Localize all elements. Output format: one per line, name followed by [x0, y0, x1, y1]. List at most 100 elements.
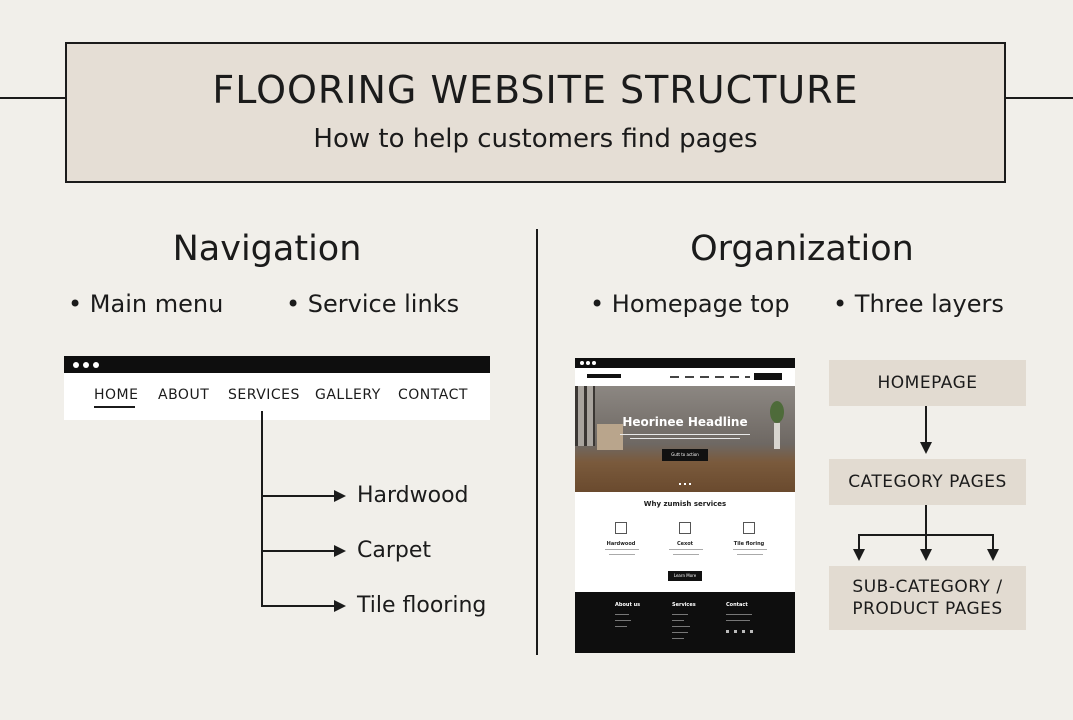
bullet-homepage-top-label: Homepage top: [611, 290, 790, 318]
hierarchy-branch-right: [992, 534, 994, 550]
service-link-tile-flooring: Tile flooring: [357, 593, 487, 618]
hierarchy-subcategory-line1: SUB-CATEGORY /: [852, 576, 1003, 597]
hierarchy-category-pages: CATEGORY PAGES: [829, 459, 1026, 505]
bullet-three-layers: • Three layers: [833, 290, 1004, 318]
service-link-carpet: Carpet: [357, 538, 432, 563]
hierarchy-subcategory-line2: PRODUCT PAGES: [852, 599, 1003, 619]
window-dot-icon: [586, 361, 590, 365]
mockup-service-text: [737, 554, 763, 555]
mockup-hero-text: [620, 434, 750, 435]
arrow-down-icon: [853, 549, 865, 561]
mockup-service-text: [673, 554, 699, 555]
browser-mockup: HOME ABOUT SERVICES GALLERY CONTACT: [64, 356, 490, 420]
arrow-down-icon: [987, 549, 999, 561]
hardwood-icon: [615, 522, 627, 534]
nav-item-home[interactable]: HOME: [94, 387, 139, 403]
mockup-footer-contact: Contact: [726, 602, 748, 608]
mockup-service-hardwood: Hardwood: [606, 541, 636, 547]
hierarchy-homepage-label: HOMEPAGE: [877, 372, 978, 393]
window-grid: [575, 386, 595, 446]
mockup-footer-text: [672, 626, 690, 627]
hierarchy-branch-left: [858, 534, 860, 550]
arrow-right-icon: [334, 490, 346, 502]
mockup-service-carpet: Cexot: [676, 541, 694, 547]
hierarchy-subcategory-pages: SUB-CATEGORY / PRODUCT PAGES: [829, 566, 1026, 630]
mockup-cta-button: Learn More: [668, 571, 702, 581]
mockup-footer-text: [615, 626, 627, 627]
mockup-hero-button: Gutt to action: [662, 449, 708, 461]
service-link-hardwood: Hardwood: [357, 483, 469, 508]
mockup-footer-text: [672, 638, 684, 639]
plant-icon: [770, 401, 784, 423]
bullet-homepage-top: • Homepage top: [590, 290, 790, 318]
mockup-hero-text: [630, 438, 740, 439]
organization-heading: Organization: [690, 229, 914, 269]
arrow-down-icon: [920, 442, 932, 454]
hierarchy-connector-1: [925, 406, 927, 444]
mockup-footer-services: Services: [672, 602, 696, 608]
hierarchy-branch-center: [925, 534, 927, 550]
social-icons: [726, 630, 754, 633]
page-title: FLOORING WEBSITE STRUCTURE: [212, 68, 859, 112]
window-dot-icon: [73, 362, 79, 368]
mockup-hero-title: Heorinee Headline: [622, 415, 748, 429]
window-dot-icon: [83, 362, 89, 368]
active-nav-underline: [94, 406, 135, 408]
bullet-service-links: • Service links: [286, 290, 460, 318]
branch-line-carpet: [261, 550, 335, 552]
chair-icon: [597, 424, 623, 450]
hierarchy-homepage: HOMEPAGE: [829, 360, 1026, 406]
nav-item-services[interactable]: SERVICES: [228, 387, 300, 403]
mockup-hero: Heorinee Headline Gutt to action: [575, 386, 795, 492]
carousel-dots-icon: [679, 483, 691, 485]
mockup-service-tile: Tile floring: [733, 541, 765, 547]
mockup-footer-text: [672, 614, 688, 615]
branch-line-hardwood: [261, 495, 335, 497]
bullet-service-links-label: Service links: [307, 290, 460, 318]
mockup-footer-text: [615, 620, 631, 621]
mockup-footer-text: [615, 614, 629, 615]
window-dot-icon: [580, 361, 584, 365]
window-dot-icon: [93, 362, 99, 368]
nav-item-contact[interactable]: CONTACT: [398, 387, 468, 403]
mockup-nav-button: [754, 373, 782, 380]
nav-item-gallery[interactable]: GALLERY: [315, 387, 381, 403]
mockup-footer-text: [726, 614, 752, 615]
nav-item-about[interactable]: ABOUT: [158, 387, 210, 403]
hierarchy-connector-2: [925, 505, 927, 535]
services-tree-trunk: [261, 411, 263, 607]
page-subtitle: How to help customers find pages: [313, 124, 758, 154]
website-mockup: Heorinee Headline Gutt to action Why zum…: [575, 358, 795, 653]
bullet-main-menu-label: Main menu: [89, 290, 224, 318]
title-box: FLOORING WEBSITE STRUCTURE How to help c…: [65, 42, 1006, 183]
mockup-logo: [587, 374, 621, 378]
mockup-titlebar: [575, 358, 795, 368]
center-divider: [536, 229, 538, 655]
mockup-footer-text: [726, 620, 750, 621]
arrow-right-icon: [334, 545, 346, 557]
mockup-service-text: [733, 549, 767, 550]
hierarchy-category-label: CATEGORY PAGES: [848, 471, 1007, 492]
mockup-footer-about: About us: [615, 602, 641, 608]
tile-icon: [743, 522, 755, 534]
bullet-main-menu: • Main menu: [68, 290, 224, 318]
mockup-service-text: [605, 549, 639, 550]
carpet-icon: [679, 522, 691, 534]
mockup-footer-text: [672, 620, 684, 621]
mockup-footer: About us Services Contact: [575, 592, 795, 653]
bullet-three-layers-label: Three layers: [854, 290, 1004, 318]
arrow-right-icon: [334, 600, 346, 612]
mockup-footer-text: [672, 632, 688, 633]
header-connector-left: [0, 97, 66, 99]
mockup-services-heading: Why zumish services: [643, 500, 727, 508]
plant-pot: [774, 423, 780, 449]
mockup-service-text: [609, 554, 635, 555]
browser-titlebar: [64, 356, 490, 373]
mockup-nav-links: [670, 376, 750, 378]
arrow-down-icon: [920, 549, 932, 561]
header-connector-right: [1006, 97, 1073, 99]
mockup-hero-button-label: Gutt to action: [671, 452, 699, 457]
mockup-cta-label: Learn More: [673, 573, 697, 578]
window-dot-icon: [592, 361, 596, 365]
branch-line-tile: [261, 605, 335, 607]
